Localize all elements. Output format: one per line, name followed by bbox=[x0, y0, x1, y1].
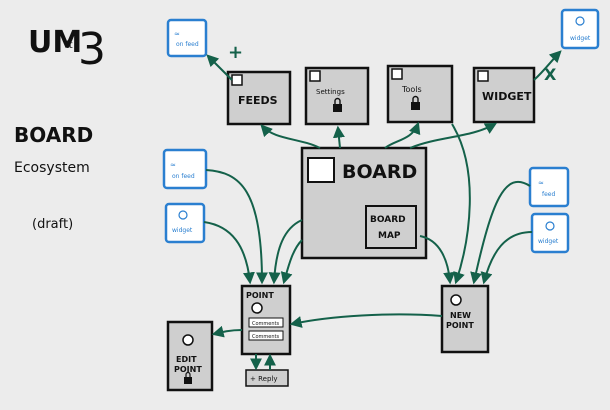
corner-title: UM it 3 bbox=[28, 24, 106, 75]
arrow-tagright1-newpoint bbox=[470, 180, 531, 285]
plus-mark: + bbox=[228, 42, 243, 63]
tag-text: feed bbox=[542, 191, 555, 198]
arrow-widget-tag bbox=[533, 50, 562, 81]
tag-left-1: ≈ on feed bbox=[162, 148, 208, 190]
arrow-boardmap-newpoint bbox=[419, 235, 456, 285]
edit-line1: EDIT bbox=[176, 355, 197, 364]
widget-label: WIDGET bbox=[482, 90, 532, 103]
tag-top-left: ≈ on feed bbox=[166, 18, 208, 58]
arrow-tagright2-newpoint bbox=[480, 231, 533, 285]
arrow-newpoint-point bbox=[289, 313, 443, 328]
point-line2: Comments bbox=[252, 334, 279, 340]
tag-text: widget bbox=[172, 227, 193, 234]
tools-box: Tools bbox=[386, 64, 454, 124]
feeds-label: FEEDS bbox=[238, 94, 278, 107]
new-point-box: NEW POINT bbox=[440, 284, 490, 354]
draft-label: (draft) bbox=[32, 217, 73, 232]
arrow-board-point-2 bbox=[280, 239, 303, 285]
new-line1: NEW bbox=[450, 311, 471, 320]
svg-text:≈: ≈ bbox=[170, 161, 176, 169]
lock-icon bbox=[184, 377, 192, 384]
board-label: BOARD bbox=[14, 123, 93, 147]
tag-text: widget bbox=[570, 35, 591, 42]
edit-point-box: EDIT POINT bbox=[166, 320, 214, 392]
arrow-board-point-1 bbox=[268, 219, 303, 285]
reply-box: + Reply bbox=[245, 369, 289, 387]
arrow-tagleft1-point bbox=[205, 169, 268, 285]
arrow-tools-newpoint bbox=[451, 123, 471, 285]
x-mark: X bbox=[544, 65, 557, 84]
arrow-board-tools bbox=[384, 121, 421, 149]
arrow-point-edit bbox=[211, 325, 243, 338]
board-box-title: BOARD bbox=[342, 161, 417, 183]
feeds-box: FEEDS bbox=[226, 70, 292, 126]
ecosystem-label: Ecosystem bbox=[14, 160, 90, 176]
point-title: POINT bbox=[246, 291, 274, 300]
arrow-tagleft2-point bbox=[203, 221, 255, 285]
board-map-line1: BOARD bbox=[370, 215, 406, 225]
arrow-feeds-tag bbox=[206, 54, 233, 81]
board-map-line2: MAP bbox=[378, 231, 401, 241]
arrows bbox=[203, 50, 562, 371]
tag-text: widget bbox=[538, 238, 559, 245]
tag-right-2: widget bbox=[530, 212, 570, 254]
lock-icon bbox=[333, 104, 342, 112]
tag-right-1: ≈ feed bbox=[528, 166, 570, 208]
settings-label: Settings bbox=[316, 88, 345, 96]
svg-text:≈: ≈ bbox=[538, 179, 544, 187]
tools-label: Tools bbox=[401, 85, 422, 94]
new-line2: POINT bbox=[446, 321, 474, 330]
corner-title-number: 3 bbox=[78, 24, 106, 75]
tag-left-2: widget bbox=[164, 202, 206, 244]
tag-text: on feed bbox=[172, 173, 195, 180]
point-box: POINT Comments Comments bbox=[240, 284, 292, 356]
tag-text: on feed bbox=[176, 41, 199, 48]
svg-text:≈: ≈ bbox=[174, 30, 180, 38]
arrow-board-feeds bbox=[260, 124, 321, 149]
edit-line2: POINT bbox=[174, 365, 202, 374]
point-line1: Comments bbox=[252, 321, 279, 327]
widget-box: WIDGET bbox=[472, 66, 536, 124]
settings-box: Settings bbox=[304, 66, 370, 126]
board-box: BOARD BOARD MAP bbox=[300, 146, 428, 260]
tag-top-right: widget bbox=[560, 8, 600, 50]
lock-icon bbox=[411, 102, 420, 110]
corner-title-um: UM bbox=[28, 25, 82, 60]
reply-label: + Reply bbox=[250, 375, 277, 383]
arrow-board-settings bbox=[332, 125, 345, 149]
arrow-board-widget bbox=[409, 122, 498, 149]
corner-title-it: it bbox=[66, 40, 73, 51]
